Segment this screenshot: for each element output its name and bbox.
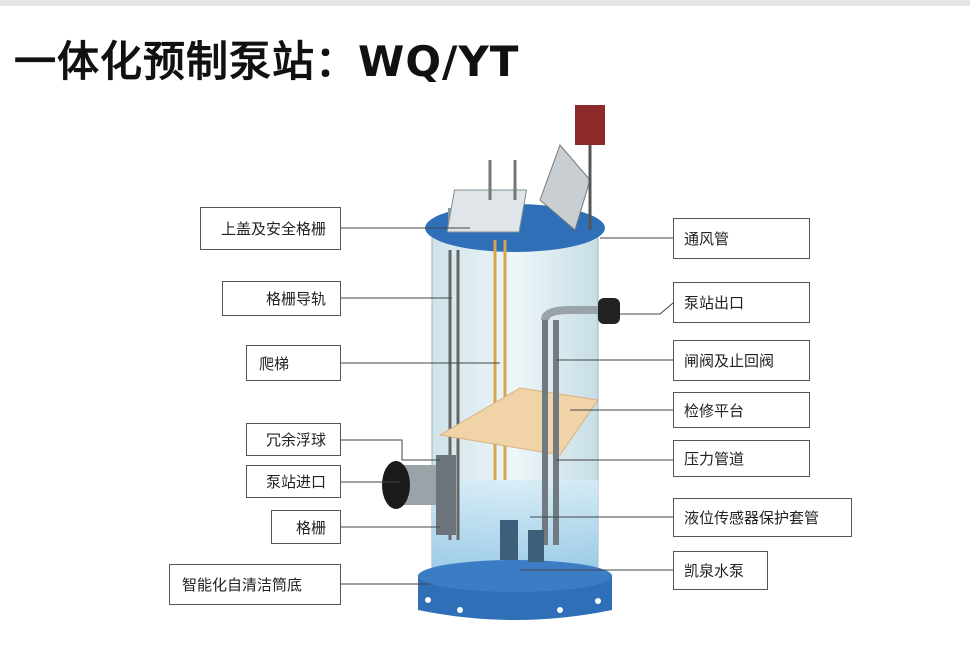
label-vent-pipe: 通风管 [673, 218, 810, 259]
outlet-flange [598, 298, 620, 324]
label-station-outlet: 泵站出口 [673, 282, 810, 323]
label-level-sensor-sleeve: 液位传感器保护套管 [673, 498, 852, 537]
label-top-cover-grille: 上盖及安全格栅 [200, 207, 341, 250]
top-band [0, 0, 970, 6]
label-self-cleaning-bottom: 智能化自清洁筒底 [169, 564, 341, 605]
control-box [575, 105, 605, 145]
label-station-inlet: 泵站进口 [246, 465, 341, 498]
label-redundant-float: 冗余浮球 [246, 423, 341, 456]
label-grille: 格栅 [271, 510, 341, 544]
page-title: 一体化预制泵站：WQ/YT [14, 37, 520, 86]
label-ladder: 爬梯 [246, 345, 341, 381]
label-grille-rail: 格栅导轨 [222, 281, 341, 316]
label-pressure-pipe: 压力管道 [673, 440, 810, 477]
pump [500, 520, 518, 560]
label-maintenance-platform: 检修平台 [673, 392, 810, 428]
label-pump: 凯泉水泵 [673, 551, 768, 590]
leader-lines [341, 227, 674, 585]
label-gate-check-valve: 闸阀及止回阀 [673, 340, 810, 381]
